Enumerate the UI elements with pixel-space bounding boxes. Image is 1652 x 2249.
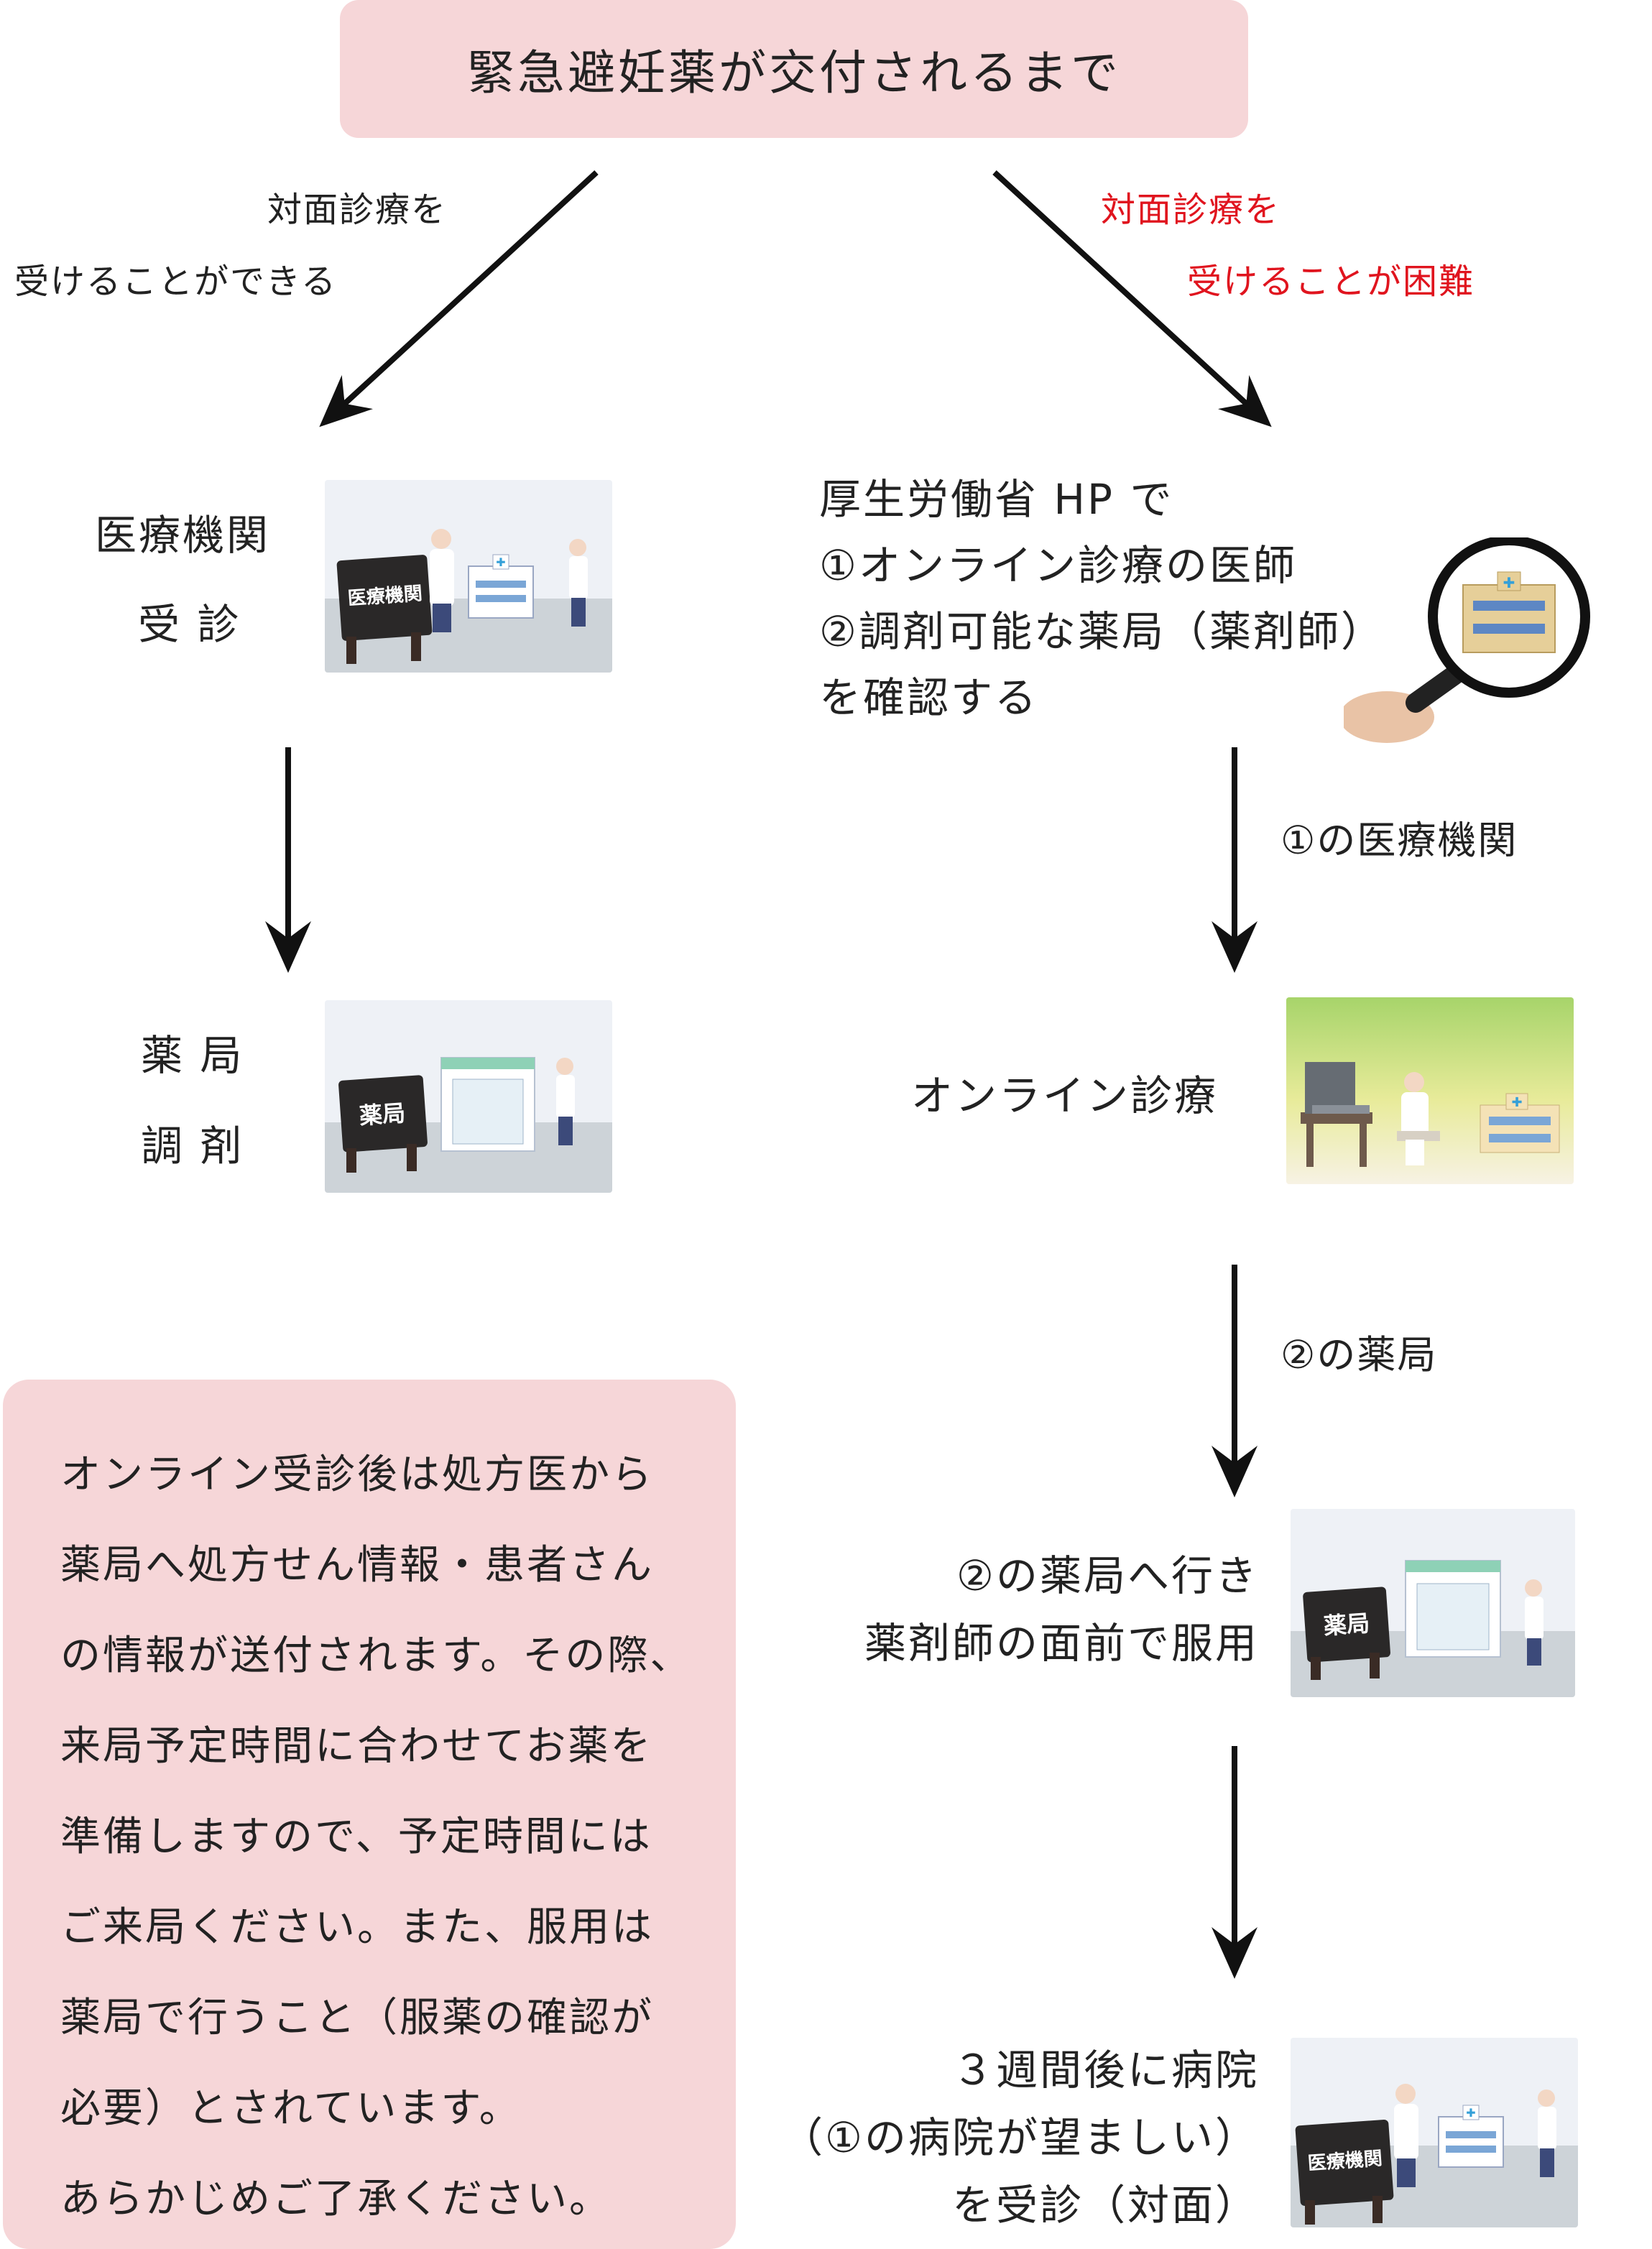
left-step1-line1: 医療機関	[95, 511, 271, 560]
right-step1-line3: ②調剤可能な薬局（薬剤師）	[819, 607, 1385, 656]
magnifier-image: ✚	[1339, 535, 1617, 746]
branch-right-line2: 受けることが困難	[1187, 262, 1475, 302]
branch-right-line1: 対面診療を	[1101, 190, 1281, 230]
arrow-right-branch	[992, 170, 1272, 428]
pharmacy-photo-right: 薬局	[1291, 1509, 1575, 1697]
hospital-photo-right: 医療機関 ✚	[1291, 2038, 1578, 2227]
svg-text:✚: ✚	[1466, 2106, 1475, 2120]
note-line: あらかじめご了承ください。	[60, 2176, 612, 2222]
pharmacy-sign-text: 薬局	[359, 1099, 407, 1130]
right-step1-line4: を確認する	[819, 673, 1039, 722]
note-line: ご来局ください。また、服用は	[60, 1904, 654, 1951]
pharmacy-sign-text-right: 薬局	[1323, 1610, 1371, 1640]
left-step1-line2: 受 診	[138, 600, 241, 649]
right-step1-line1: 厚生労働省 HP で	[819, 475, 1174, 524]
right-step4-line1: ３週間後に病院	[951, 2046, 1259, 2095]
right-step3-line1: ②の薬局へ行き	[956, 1551, 1259, 1600]
note-line: オンライン受診後は処方医から	[60, 1451, 654, 1498]
note-line: 準備しますので、予定時間には	[60, 1814, 652, 1860]
note-line: の情報が送付されます。その際、	[60, 1633, 693, 1679]
hospital-photo: 医療機関 ✚	[325, 480, 612, 673]
branch-left-line2: 受けることができる	[14, 262, 338, 302]
hospital-sign-text: 医療機関	[347, 583, 423, 609]
online-consultation-photo: ✚	[1286, 997, 1574, 1184]
svg-text:✚: ✚	[1511, 1095, 1522, 1110]
note-line: 来局予定時間に合わせてお薬を	[60, 1723, 653, 1770]
hospital-sign-text-right: 医療機関	[1307, 2148, 1383, 2174]
note-line: 薬局で行うこと（服薬の確認が	[60, 1995, 654, 2041]
left-step2-line1: 薬 局	[141, 1031, 244, 1080]
arrow1-label: ①の医療機関	[1280, 818, 1518, 863]
note-line: 薬局へ処方せん情報・患者さん	[60, 1542, 654, 1589]
svg-text:✚: ✚	[1503, 574, 1515, 591]
right-step3-line2: 薬剤師の面前で服用	[864, 1619, 1259, 1668]
page-title: 緊急避妊薬が交付されるまで	[467, 45, 1121, 101]
right-step2-label: オンライン診療	[911, 1071, 1219, 1120]
arrow2-label: ②の薬局	[1280, 1332, 1438, 1377]
note-line: 必要）とされています。	[60, 2085, 522, 2132]
right-step4-line3: を受診（対面）	[951, 2181, 1259, 2230]
title-box: 緊急避妊薬が交付されるまで	[340, 0, 1248, 138]
arrow-left-branch	[319, 170, 599, 428]
left-step2-line2: 調 剤	[141, 1122, 244, 1170]
right-step4-line2: （①の病院が望ましい）	[781, 2113, 1259, 2162]
svg-text:✚: ✚	[496, 555, 505, 569]
pharmacy-photo-left: 薬局	[325, 1000, 612, 1193]
branch-left-line1: 対面診療を	[267, 190, 448, 230]
note-box: オンライン受診後は処方医から 薬局へ処方せん情報・患者さん の情報が送付されます…	[3, 1380, 736, 2249]
right-step1-line2: ①オンライン診療の医師	[819, 541, 1297, 590]
